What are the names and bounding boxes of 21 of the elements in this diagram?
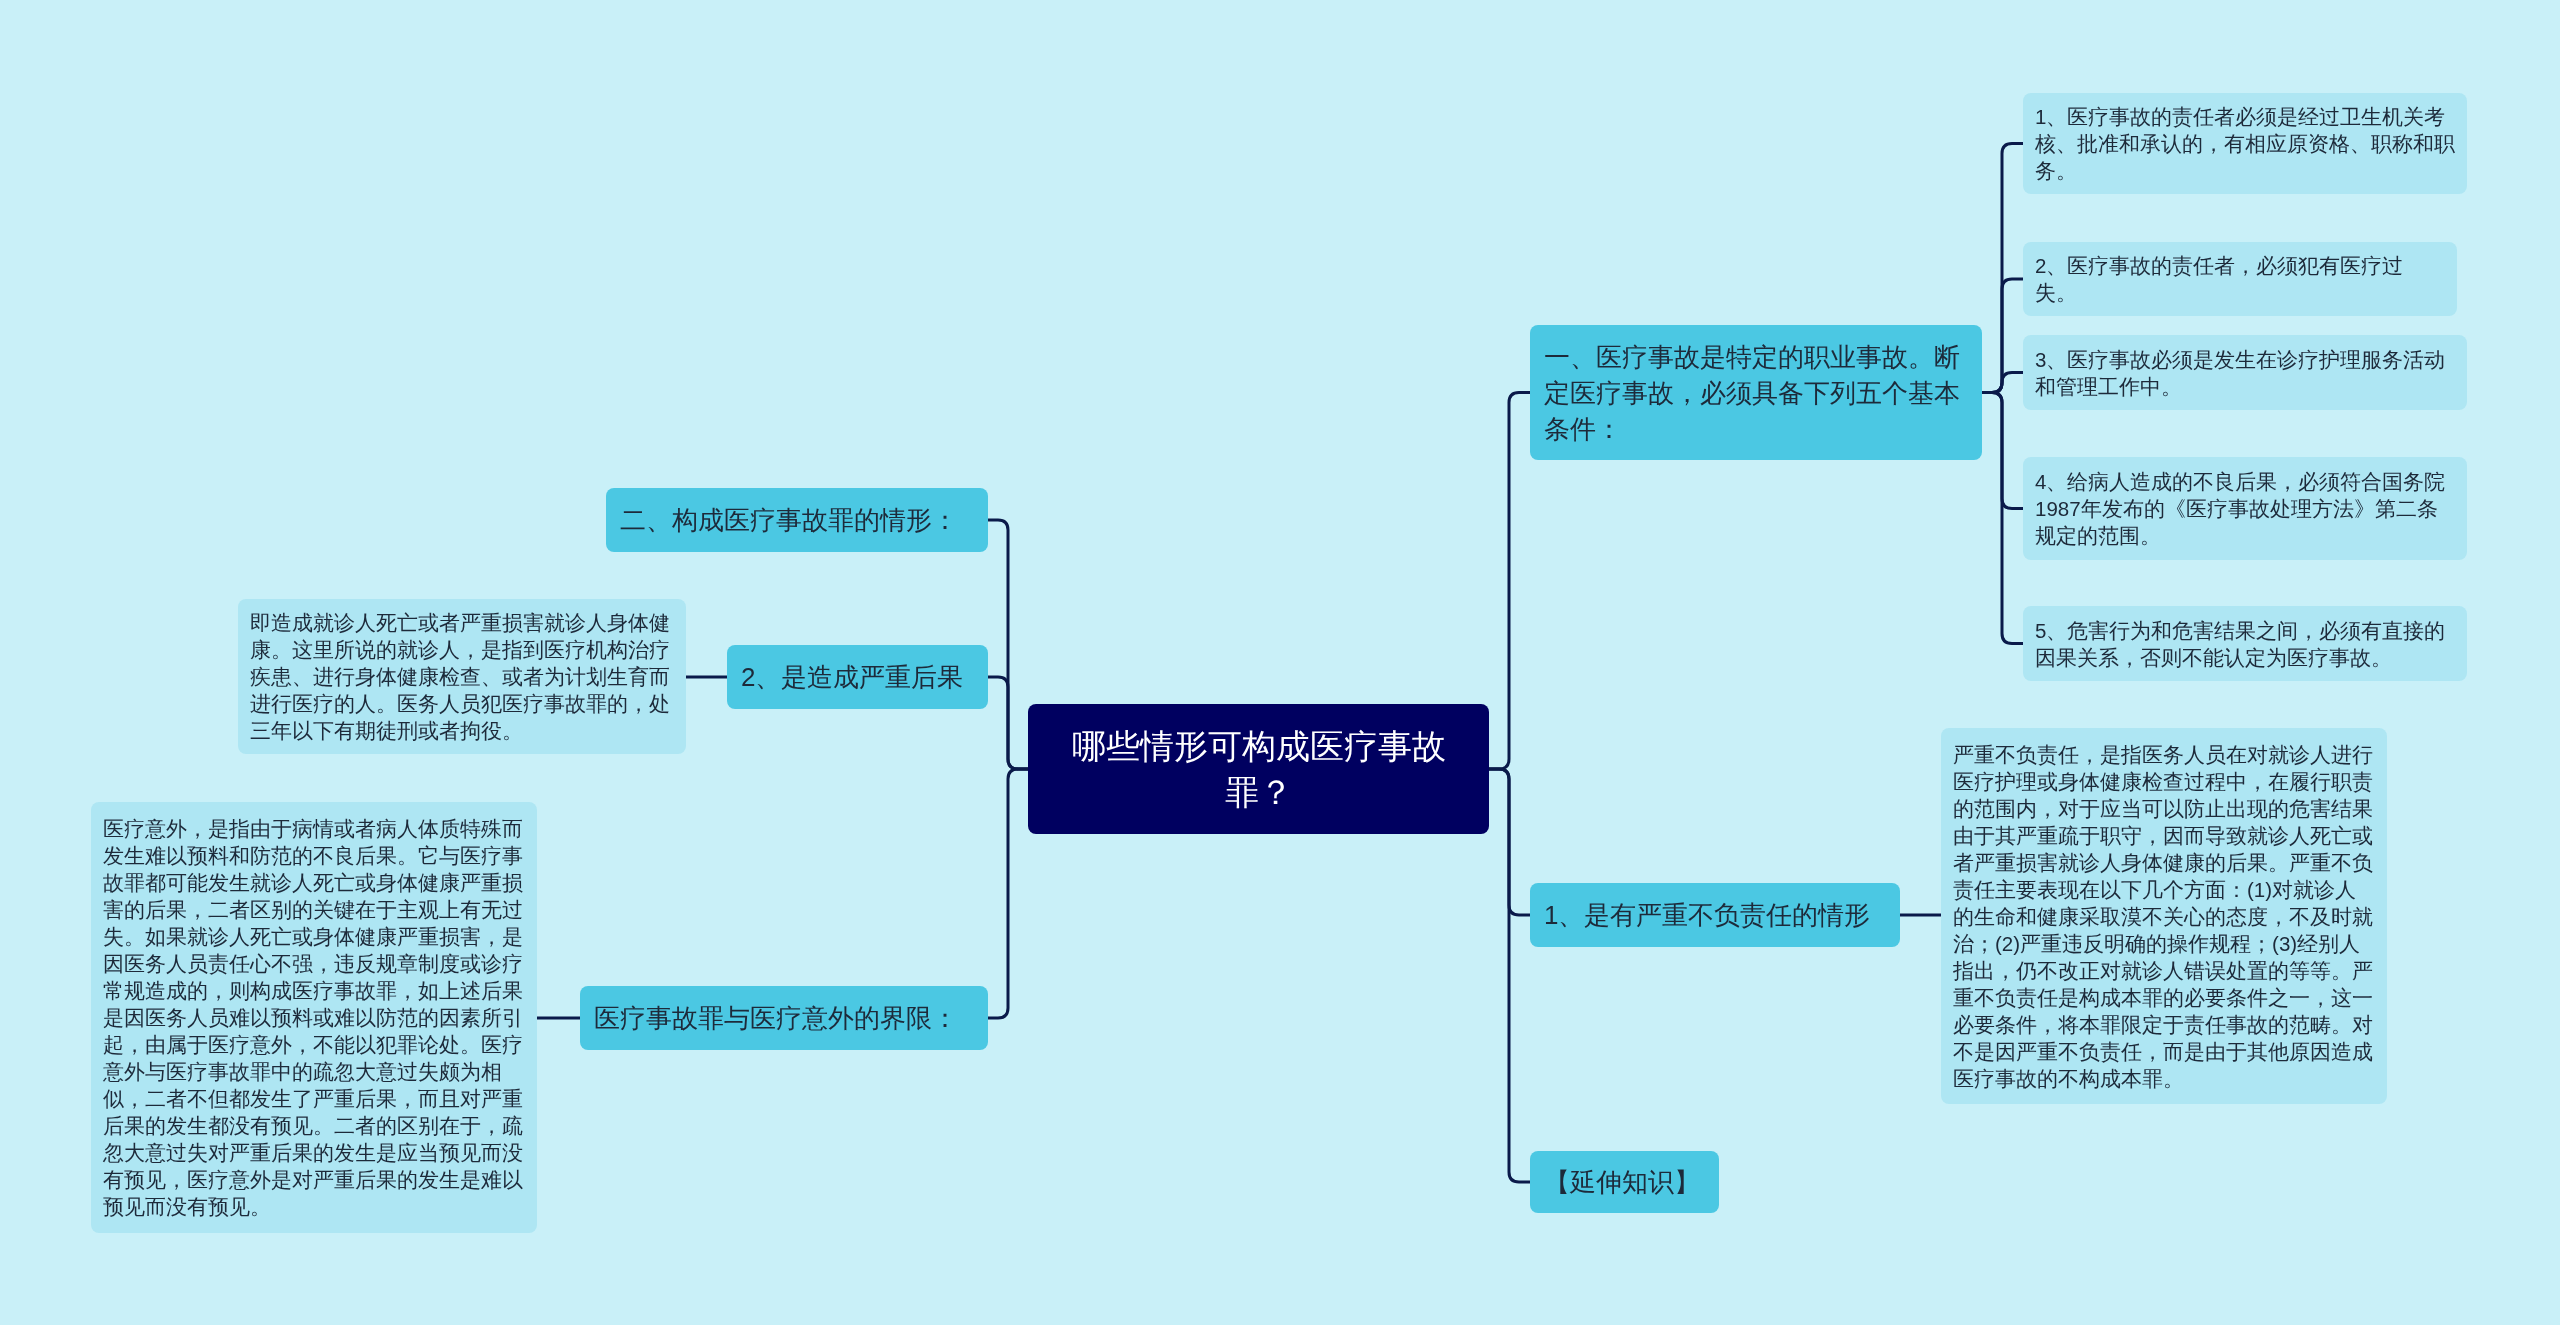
note-box: 1、医疗事故的责任者必须是经过卫生机关考核、批准和承认的，有相应原资格、职称和职务。 bbox=[2023, 93, 2467, 194]
connector-line bbox=[537, 1016, 580, 1020]
branch-box: 2、是造成严重后果 bbox=[727, 645, 988, 709]
note-box: 4、给病人造成的不良后果，必须符合国务院1987年发布的《医疗事故处理方法》第二条规定的范围。 bbox=[2023, 457, 2467, 560]
connector-line bbox=[686, 675, 727, 679]
branch-box: 【延伸知识】 bbox=[1530, 1151, 1719, 1213]
connector-line bbox=[1489, 767, 1530, 1184]
connector-line bbox=[988, 767, 1028, 1020]
connector-line bbox=[1982, 391, 2023, 645]
note-box: 医疗意外，是指由于病情或者病人体质特殊而发生难以预料和防范的不良后果。它与医疗事故罪都可能发生就诊人死亡或身体健康严重损害的后果，二者区别的关键在于主观上有无过失。如果就诊人死亡或身体健康严重损害，是因医务人员责任心不强，违反规章制度或诊疗常规造成的，则构成医疗事故罪，如上述后果是因医务人员难以预料或难以防范的因素所引起，由属于医疗意外，不能以犯罪论处。医疗意外与医疗事故罪中的疏忽大意过失颇为相似，二者不但都发生了严重后果，而且对严重后果的发生都没有预见。二者的区别在于，疏忽大意过失对严重后果的发生是应当预见而没有预见，医疗意外是对严重后果的发生是难以预见而没有预见。 bbox=[91, 802, 537, 1233]
note-box: 3、医疗事故必须是发生在诊疗护理服务活动和管理工作中。 bbox=[2023, 335, 2467, 410]
connector-line bbox=[1900, 913, 1941, 917]
note-box: 5、危害行为和危害结果之间，必须有直接的因果关系，否则不能认定为医疗事故。 bbox=[2023, 606, 2467, 681]
topic-box: 哪些情形可构成医疗事故罪？ bbox=[1028, 704, 1489, 834]
note-box: 严重不负责任，是指医务人员在对就诊人进行医疗护理或身体健康检查过程中，在履行职责的范围内，对于应当可以防止出现的危害结果由于其严重疏于职守，因而导致就诊人死亡或者严重损害就诊人身体健康的后果。严重不负责任主要表现在以下几个方面：(1)对就诊人的生命和健康采取漠不关心的态度，不及时就治；(2)严重违反明确的操作规程；(3)经别人指出，仍不改正对就诊人错误处置的等等。严重不负责任是构成本罪的必要条件之一，这一必要条件，将本罪限定于责任事故的范畴。对不是因严重不负责任，而是由于其他原因造成医疗事故的不构成本罪。 bbox=[1941, 728, 2387, 1104]
branch-box: 1、是有严重不负责任的情形 bbox=[1530, 883, 1900, 947]
branch-box: 二、构成医疗事故罪的情形： bbox=[606, 488, 988, 552]
branch-box: 一、医疗事故是特定的职业事故。断定医疗事故，必须具备下列五个基本条件： bbox=[1530, 325, 1982, 460]
branch-box: 医疗事故罪与医疗意外的界限： bbox=[580, 986, 988, 1050]
note-box: 即造成就诊人死亡或者严重损害就诊人身体健康。这里所说的就诊人，是指到医疗机构治疗疾患、进行身体健康检查、或者为计划生育而进行医疗的人。医务人员犯医疗事故罪的，处三年以下有期徒刑或者拘役。 bbox=[238, 599, 686, 754]
note-box: 2、医疗事故的责任者，必须犯有医疗过失。 bbox=[2023, 242, 2457, 316]
